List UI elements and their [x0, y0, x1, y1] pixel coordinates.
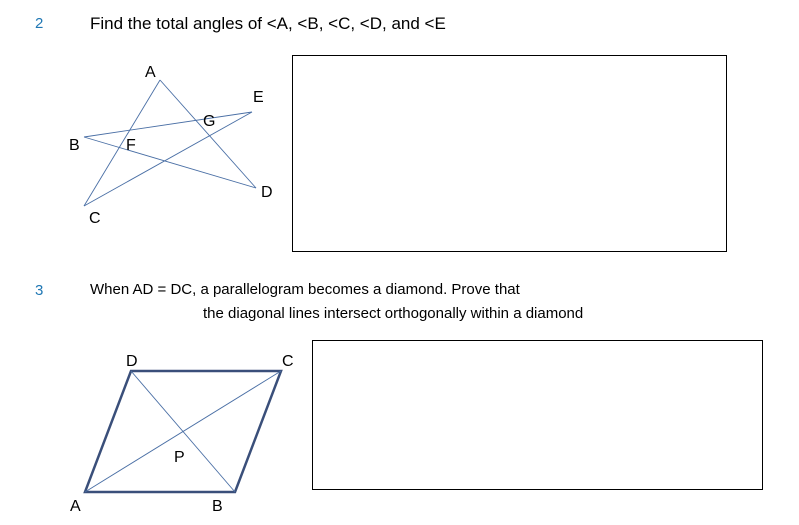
- question-2-answer-box[interactable]: [292, 55, 727, 252]
- question-3-number: 3: [35, 282, 44, 299]
- segment-b-d: [83, 136, 257, 189]
- vertex-label-f: F: [126, 137, 136, 154]
- vertex-label-a: A: [70, 498, 81, 515]
- segment-b-e: [83, 111, 253, 138]
- vertex-label-g: G: [203, 113, 215, 130]
- vertex-label-d: D: [126, 353, 138, 370]
- question-3-answer-box[interactable]: [312, 340, 763, 490]
- vertex-label-a: A: [145, 64, 156, 81]
- vertex-label-d: D: [261, 184, 273, 201]
- vertex-label-c: C: [89, 210, 101, 227]
- question-2-number: 2: [35, 15, 44, 32]
- vertex-label-e: E: [253, 89, 264, 106]
- star-figure: A E G B F D C: [69, 64, 273, 227]
- vertex-label-c: C: [282, 353, 294, 370]
- question-3-prompt-line-1: When AD = DC, a parallelogram becomes a …: [90, 281, 520, 298]
- segment-a-c: [83, 79, 161, 207]
- diagonal-b-d: [130, 370, 236, 493]
- vertex-label-b: B: [212, 498, 223, 515]
- segment-a-d: [159, 79, 257, 189]
- diamond-figure: D C P A B: [70, 353, 294, 515]
- vertex-label-b: B: [69, 137, 80, 154]
- question-2-prompt: Find the total angles of <A, <B, <C, <D,…: [90, 14, 446, 33]
- vertex-label-p: P: [174, 449, 185, 466]
- segment-c-e: [83, 111, 253, 207]
- question-3-prompt-line-2: the diagonal lines intersect orthogonall…: [203, 305, 584, 322]
